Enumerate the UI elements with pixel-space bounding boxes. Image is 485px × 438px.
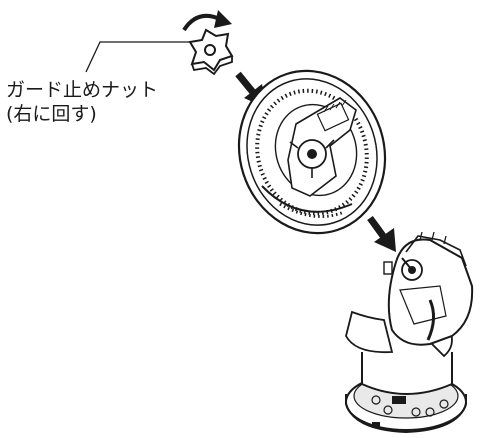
guard-nut-label: ガード止めナット (右に回す) — [6, 78, 158, 126]
guard-nut-icon — [188, 28, 234, 76]
down-arrow-icon — [367, 215, 396, 252]
fan-body-icon — [345, 231, 474, 434]
guard-nut-label-line2: (右に回す) — [6, 103, 97, 125]
rotate-arrow-icon — [182, 10, 232, 32]
guard-nut-label-line1: ガード止めナット — [6, 79, 159, 101]
leader-line — [85, 41, 190, 73]
fan-guard-icon — [237, 69, 387, 235]
